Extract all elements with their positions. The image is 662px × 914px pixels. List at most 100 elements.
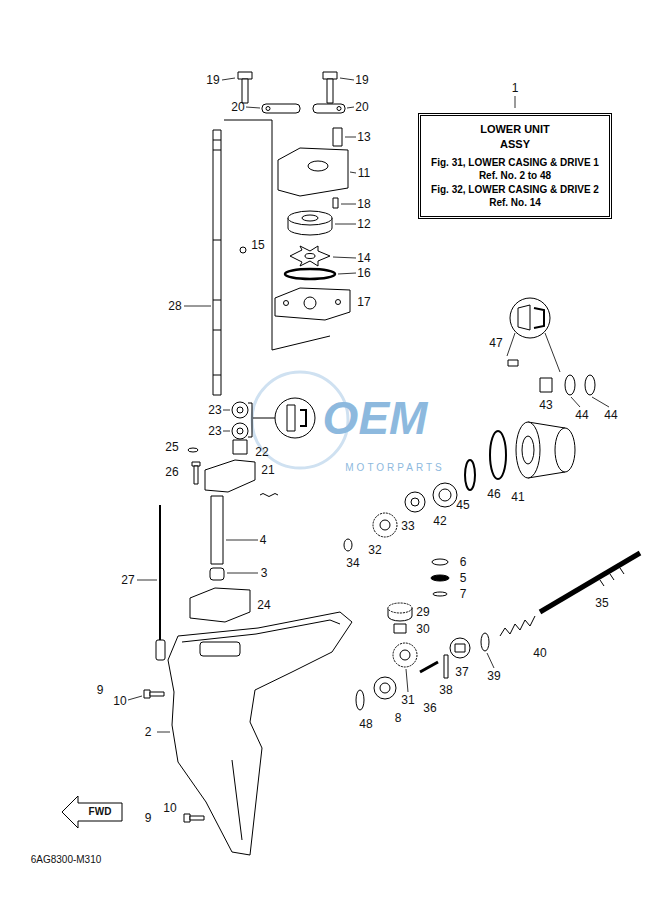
plate [313,104,345,113]
callout-number: 27 [121,574,134,586]
leader-line [406,669,408,692]
pinion-parts [431,575,449,581]
pinion-parts [388,559,449,633]
callout-number: 46 [487,488,500,500]
propeller-shaft [393,643,417,667]
reverse-gear-parts [465,460,475,490]
callout-number: 10 [113,695,126,707]
bearing-housing [522,436,534,464]
reverse-gear-parts [411,498,419,506]
o-ring [188,448,198,452]
pump-insert [302,215,318,221]
impeller [290,246,330,266]
propeller-shaft [620,568,624,574]
callout-number: 7 [460,588,467,600]
drive-shaft [213,130,221,395]
leader-line [333,257,356,258]
plate [262,104,345,113]
callout-number: 30 [416,623,429,635]
bolt [192,462,200,484]
callout-number: 23 [208,404,221,416]
callout-number: 10 [163,802,176,814]
watermark: OEM [323,395,428,441]
drive-shaft [213,330,221,331]
leader-line [223,431,230,432]
sleeve [540,378,552,392]
impeller [290,246,330,266]
leader-line [184,306,211,307]
reverse-gear-parts [380,520,390,530]
callout-number: 1 [512,82,519,94]
callout-number: 12 [357,218,370,230]
callout-number: 31 [401,694,414,706]
detail-magnifier [510,298,550,338]
pinion-parts [388,603,412,613]
drive-shaft [213,140,221,141]
propeller-shaft [374,677,396,699]
gasket [284,301,289,306]
gear-case [232,760,242,840]
bolt [242,79,248,103]
screw [190,816,204,820]
leader-line [246,107,260,108]
leader-line [338,273,356,274]
watermark: MOTORPARTS [345,463,444,473]
callout-number: 14 [357,252,370,264]
drive-shaft [213,300,221,301]
callout-number: 21 [261,464,274,476]
detail-magnifier [275,398,315,438]
gasket [275,288,350,320]
bearing [232,402,248,418]
bolt [323,72,337,79]
bolt [194,466,198,484]
callout-number: 44 [604,409,617,421]
callout-number: 20 [355,101,368,113]
leader-line [341,204,356,205]
box-heading: LOWER UNIT [431,122,599,137]
propeller-shaft [380,683,390,693]
bolt [327,79,333,103]
reverse-gear-parts [433,483,457,507]
pump-housing [278,128,348,208]
propeller-shaft [420,662,438,672]
drive-shaft [213,150,221,151]
callout-number: 15 [251,239,264,251]
callout-number: 9 [97,684,104,696]
box-heading: ASSY [431,137,599,152]
leader-line [347,107,354,108]
callout-number: 35 [595,597,608,609]
box-text: Fig. 31, LOWER CASING & DRIVE 1 [431,156,599,170]
leader-line [545,333,560,372]
bearing [232,402,248,439]
detail-magnifier [518,305,530,330]
callout-number: 28 [168,300,181,312]
callout-number: 40 [533,647,546,659]
callout-number: 29 [416,606,429,618]
callout-number: 11 [358,167,370,179]
bolt [238,72,252,79]
gasket [190,588,250,622]
callout-number: 5 [460,572,467,584]
callout-number: 22 [255,446,268,458]
screw [150,692,164,696]
box-text: Fig. 32, LOWER CASING & DRIVE 2 [431,183,599,197]
pump-housing [308,161,328,171]
reverse-gear-parts [439,489,451,501]
bearing [237,407,243,413]
callout-number: 41 [511,491,524,503]
drive-shaft [213,375,221,376]
bolt [238,72,337,103]
fwd-arrow [62,796,122,828]
callout-number: 38 [439,684,452,696]
propeller-shaft [356,553,640,710]
bearing-housing [516,422,540,478]
drive-shaft [213,130,221,395]
propeller-shaft [455,644,465,652]
leader-line [226,540,258,541]
leader-line [128,696,142,700]
callout-number: 33 [401,520,414,532]
box-text: Ref. No. 2 to 48 [431,169,599,183]
leader-line [137,580,157,581]
leader-line [487,653,494,668]
gasket [336,300,341,305]
